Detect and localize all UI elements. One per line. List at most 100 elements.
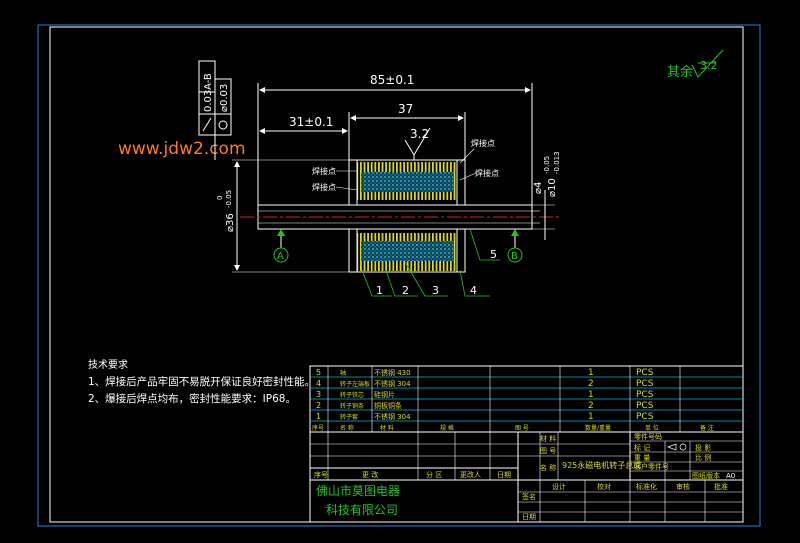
bom-cell-qty: 1 <box>588 368 594 378</box>
tb-sign: 签名 <box>522 492 536 501</box>
tb-audit: 审核 <box>676 482 690 491</box>
dim-dia4-text: ⌀4 <box>533 182 544 194</box>
tb-standard: 标准化 <box>636 482 657 491</box>
dim-dia36-tol-upper: 0 <box>216 196 224 200</box>
bom-cell-no: 5 <box>316 368 321 377</box>
part-balloons: 1 2 3 4 5 <box>361 228 500 297</box>
bom-header-spec: 规 格 <box>440 424 454 432</box>
balloon-5: 5 <box>490 248 497 261</box>
rotor-assembly <box>240 159 560 273</box>
roughness-main: 3.2 <box>404 127 431 160</box>
tb-weight: 重 量 <box>634 454 650 462</box>
dim-overall: 85±0.1 <box>257 73 533 205</box>
tb-row-zone: 分 区 <box>426 470 442 479</box>
dim-dia10-tol-lower: -0.013 <box>553 151 561 174</box>
rotor-core-bottom <box>361 241 453 261</box>
weld-label-3: 焊接点 <box>471 138 495 148</box>
balloon-3: 3 <box>432 284 439 297</box>
datum-b: B <box>507 229 523 263</box>
bom-header-material: 材 料 <box>380 424 394 432</box>
tb-part-code: 零件号码 <box>634 432 662 441</box>
tb-scale: 比 例 <box>695 453 711 462</box>
bom-header-name: 名 称 <box>340 424 354 432</box>
tb-name-label: 名 称 <box>540 463 556 472</box>
tolerance-row1-value: 0.03 <box>203 90 214 112</box>
weld-label-4: 焊接点 <box>475 168 499 178</box>
bom-cell-material: 硅钢片 <box>374 390 395 399</box>
bom-header-unit: 单 位 <box>645 424 659 432</box>
tb-proj: 投 影 <box>695 443 711 452</box>
weld-label-1: 焊接点 <box>312 166 336 176</box>
dim-dia10-tol-upper: -0.05 <box>543 156 551 174</box>
bom-cell-qty: 2 <box>588 379 594 389</box>
tolerance-row1-datum: A-B <box>203 73 214 90</box>
watermark-text: www.jdw2.com <box>118 139 246 159</box>
tb-design: 设计 <box>552 482 566 491</box>
datum-b-label: B <box>511 251 518 262</box>
tb-row-date: 日期 <box>497 471 511 479</box>
tb-approve: 批准 <box>714 482 728 491</box>
weld-labels: 焊接点 焊接点 焊接点 焊接点 <box>312 138 499 192</box>
bom-cell-qty: 2 <box>588 401 594 411</box>
bom-cell-qty: 1 <box>588 390 594 400</box>
tech-req-title: 技术要求 <box>88 358 128 371</box>
tb-version-value: A0 <box>726 472 735 480</box>
bom-header-drawing: 图 号 <box>515 425 529 432</box>
dim-37: 37 <box>348 102 466 165</box>
bom-cell-no: 3 <box>316 390 321 399</box>
bom-cell-unit: PCS <box>636 401 654 411</box>
roughness-rest: 其余 3.2 <box>667 49 724 80</box>
bom-cell-name: 转子铜条 <box>340 402 364 410</box>
projection-circle-icon <box>679 443 687 451</box>
bom-cell-unit: PCS <box>636 379 654 389</box>
bom-cell-qty: 1 <box>588 412 594 422</box>
dim-37-text: 37 <box>398 102 413 116</box>
tb-check: 校对 <box>597 482 611 491</box>
projection-icon <box>667 443 677 451</box>
tolerance-row2-value: ⌀0.03 <box>219 84 230 112</box>
balloon-1: 1 <box>376 284 383 297</box>
title-block: 序号 更 改 分 区 更改人 日期 佛山市莫图电器 科技有限公司 材 料 图 号… <box>309 431 744 523</box>
balloon-4: 4 <box>470 284 477 297</box>
tb-row-no: 序号 <box>314 470 328 479</box>
bom-header-qty: 数量/重量 <box>585 424 611 432</box>
bom-cell-material: 不锈钢 430 <box>374 368 411 377</box>
bom-cell-material: 不锈钢 304 <box>374 412 411 421</box>
bom-cell-material: 铜板铜条 <box>374 401 402 410</box>
bom-cell-name: 轴 <box>340 369 346 377</box>
tb-drawing-label: 图 号 <box>540 447 556 455</box>
outer-frame <box>37 24 761 527</box>
dim-31-text: 31±0.1 <box>289 115 333 129</box>
tb-name-value: 925永磁电机转子总成 <box>562 460 641 470</box>
tb-row-remark: 更 改 <box>362 470 378 479</box>
bom-cell-no: 4 <box>316 379 321 388</box>
bom-cell-no: 1 <box>316 412 321 421</box>
tolerance-frame: A-B 0.03 ⌀0.03 <box>198 60 232 160</box>
company-line2: 科技有限公司 <box>326 503 398 517</box>
tb-customer-code: 客户零件号 <box>634 462 669 471</box>
tech-requirements: 技术要求 1、焊接后产品牢固不易脱开保证良好密封性能。 2、爆接后焊点均布，密封… <box>88 358 315 405</box>
bom-cell-no: 2 <box>316 401 321 410</box>
bom-header-no: 序号 <box>312 424 324 432</box>
tech-req-line2: 2、爆接后焊点均布，密封性能要求：IP68。 <box>88 392 296 405</box>
dim-overall-text: 85±0.1 <box>370 73 414 87</box>
datum-a-label: A <box>277 251 284 262</box>
bom-cell-unit: PCS <box>636 412 654 422</box>
rotor-core-top <box>361 172 453 192</box>
runout-arrow-icon <box>202 117 212 132</box>
weld-label-2: 焊接点 <box>312 182 336 192</box>
bom-cell-name: 转子套 <box>340 413 358 421</box>
dim-diameters: ⌀36 -0.05 0 ⌀10 -0.05 -0.013 ⌀4 <box>216 151 561 273</box>
roughness-rest-label: 其余 <box>667 64 693 80</box>
bom-cell-name: 转子左端板 <box>340 380 370 388</box>
balloon-2: 2 <box>402 284 409 297</box>
bom-cell-unit: PCS <box>636 368 654 378</box>
tb-drawing-version: 图纸版本 <box>692 471 720 480</box>
dim-31: 31±0.1 <box>259 115 348 134</box>
dim-dia36-tol-lower: -0.05 <box>225 190 233 208</box>
tb-mark: 标 记 <box>634 443 650 452</box>
concentricity-icon <box>218 120 228 130</box>
roughness-rest-symbol <box>691 49 724 78</box>
